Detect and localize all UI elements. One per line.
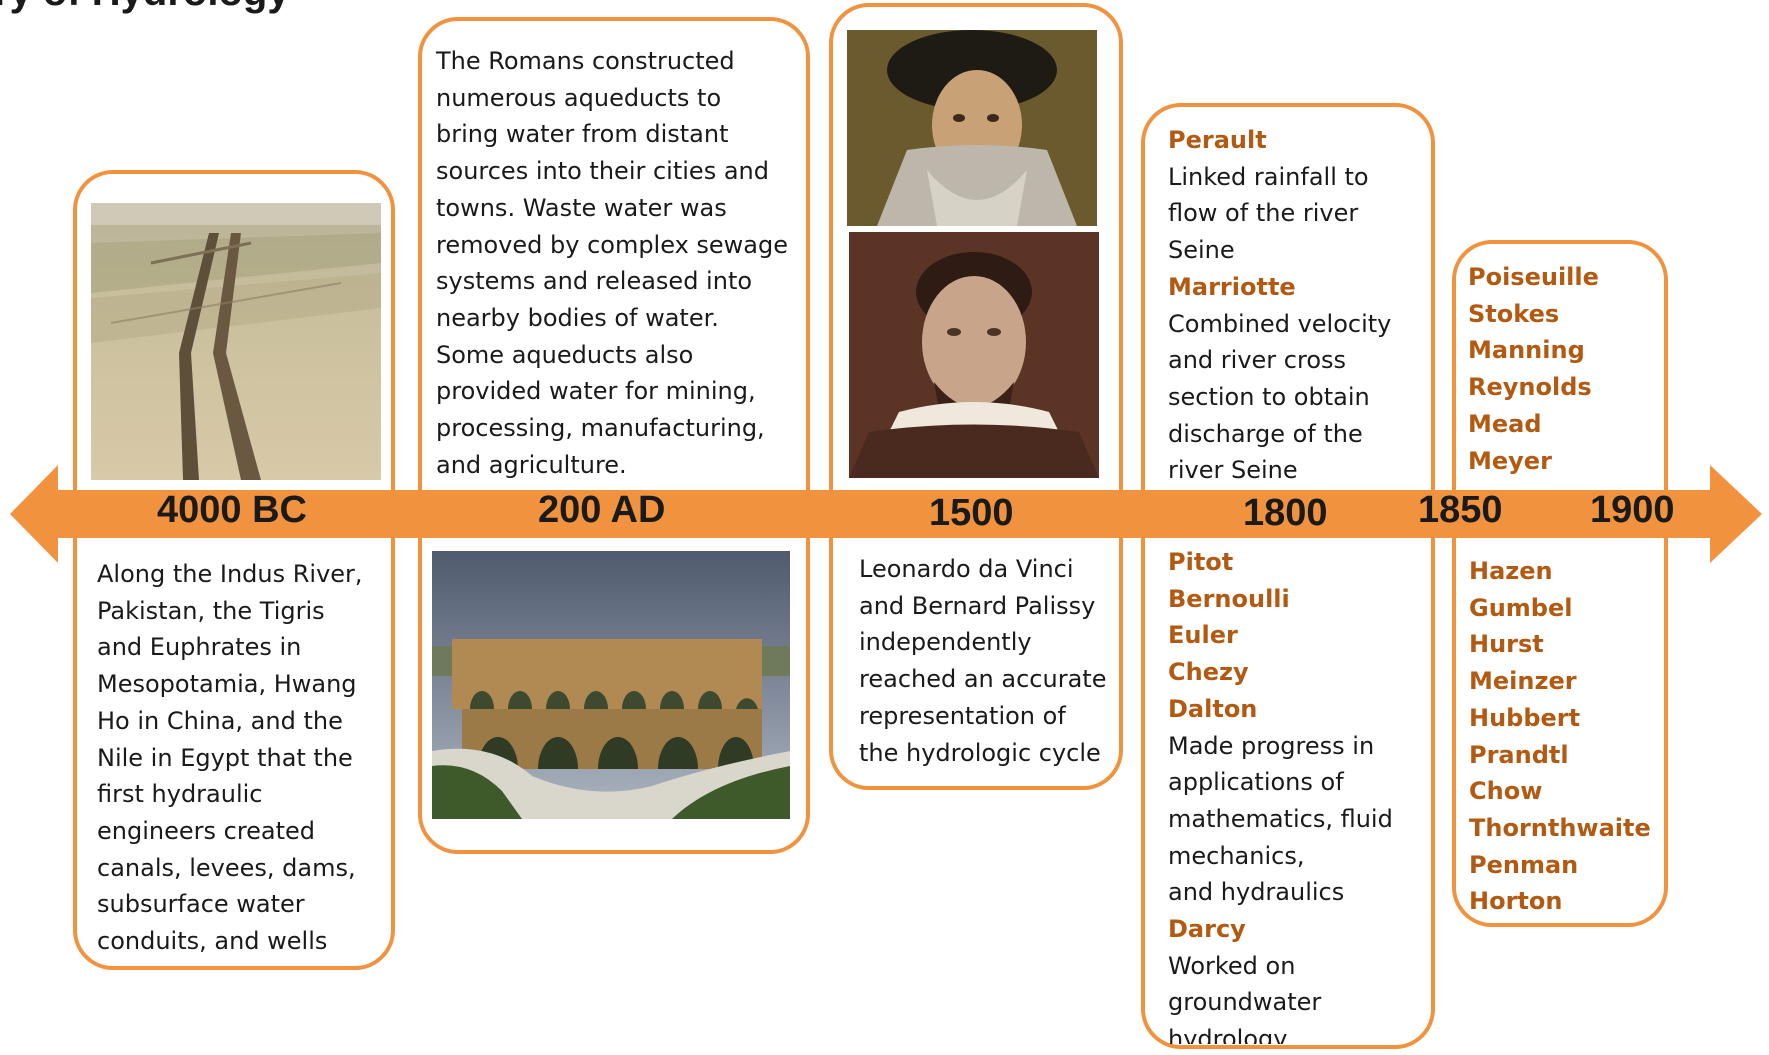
text-line: nearby bodies of water. — [436, 303, 719, 332]
text-line: Pakistan, the Tigris — [97, 596, 325, 625]
text-line: Along the Indus River, — [97, 560, 363, 588]
text-line: Made progress in — [1168, 731, 1375, 760]
renaissance-description: Leonardo da Vinci and Bernard Palissy inde… — [859, 551, 1106, 771]
text-line: representation of — [859, 701, 1066, 730]
text-line: hydrology — [1168, 1025, 1288, 1044]
person-name: Chow — [1469, 777, 1543, 806]
text-line: provided water for mining, — [436, 377, 756, 406]
year-1850: 1850 — [1418, 489, 1503, 531]
text-line: section to obtain — [1168, 382, 1370, 411]
text-line: and agriculture. — [436, 450, 627, 479]
person-name: Darcy — [1168, 915, 1246, 944]
year-4000bc: 4000 BC — [157, 489, 307, 531]
text-line: the hydrologic cycle — [859, 738, 1101, 767]
year-1500: 1500 — [929, 492, 1014, 534]
text-line: independently — [859, 628, 1032, 657]
text-line: engineers created — [97, 816, 316, 845]
irrigation-canals-photo — [91, 203, 381, 480]
text-line: discharge of the — [1168, 419, 1363, 448]
text-line: towns. Waste water was — [436, 193, 727, 222]
leonardo-da-vinci-portrait — [847, 30, 1097, 226]
text-line: first hydraulic — [97, 780, 263, 809]
person-name: Hurst — [1469, 630, 1544, 659]
person-name: Poiseuille — [1468, 263, 1599, 291]
text-line: conduits, and wells — [97, 927, 328, 956]
person-name: Thornthwaite — [1469, 813, 1651, 842]
text-line: Combined velocity — [1168, 309, 1392, 338]
text-line: and Euphrates in — [97, 633, 302, 662]
text-line: removed by complex sewage — [436, 230, 789, 259]
person-name: Manning — [1468, 336, 1585, 365]
person-name: Dalton — [1168, 694, 1258, 723]
person-name: Bernoulli — [1168, 584, 1290, 613]
roman-aqueduct-photo — [432, 551, 790, 819]
person-name: Perault — [1168, 126, 1267, 154]
text-line: and Bernard Palissy — [859, 591, 1096, 620]
person-name: Mead — [1468, 409, 1542, 438]
page-title: ry of Hydrology — [0, 0, 290, 15]
text-line: Leonardo da Vinci — [859, 555, 1074, 583]
text-line: mathematics, fluid — [1168, 804, 1393, 833]
person-name: Pitot — [1168, 548, 1234, 576]
text-line: Seine — [1168, 236, 1235, 265]
text-line: Mesopotamia, Hwang — [97, 670, 357, 699]
text-line: processing, manufacturing, — [436, 414, 765, 443]
text-line: mechanics, — [1168, 841, 1305, 870]
text-line: and hydraulics — [1168, 878, 1345, 907]
text-line: flow of the river — [1168, 199, 1359, 228]
person-name: Hazen — [1469, 557, 1553, 585]
year-200ad: 200 AD — [538, 489, 666, 531]
person-name: Marriotte — [1168, 272, 1296, 301]
person-name: Prandtl — [1469, 740, 1569, 769]
text-line: Worked on — [1168, 951, 1296, 980]
text-line: Some aqueducts also — [436, 340, 694, 369]
person-name: Meinzer — [1469, 667, 1577, 696]
text-line: systems and released into — [436, 267, 753, 296]
person-name: Stokes — [1468, 299, 1560, 328]
person-name: Reynolds — [1468, 373, 1592, 402]
text-line: river Seine — [1168, 456, 1298, 485]
person-name: Gumbel — [1469, 593, 1573, 622]
text-line: groundwater — [1168, 988, 1322, 1017]
romans-description: The Romans constructed numerous aqueducts… — [436, 43, 788, 483]
person-name: Meyer — [1468, 446, 1552, 475]
text-line: Ho in China, and the — [97, 706, 343, 735]
person-name: Penman — [1469, 850, 1579, 879]
person-name: Euler — [1168, 621, 1238, 650]
text-line: subsurface water — [97, 890, 305, 919]
text-line: reached an accurate — [859, 665, 1107, 694]
year-1900: 1900 — [1590, 489, 1675, 531]
text-line: The Romans constructed — [436, 47, 735, 75]
text-line: bring water from distant — [436, 120, 729, 149]
c1800-box — [1141, 103, 1435, 1049]
year-1800: 1800 — [1243, 492, 1328, 534]
person-name: Hubbert — [1469, 703, 1581, 732]
text-line: Nile in Egypt that the — [97, 743, 353, 772]
person-name: Chezy — [1168, 658, 1249, 687]
text-line: and river cross — [1168, 346, 1347, 375]
indus-description: Along the Indus River, Pakistan, the Tigr… — [97, 556, 363, 960]
text-line: sources into their cities and — [436, 157, 769, 186]
bernard-palissy-portrait — [849, 232, 1099, 478]
person-name: Horton — [1469, 887, 1563, 916]
text-line: applications of — [1168, 768, 1344, 797]
text-line: numerous aqueducts to — [436, 83, 722, 112]
text-line: canals, levees, dams, — [97, 853, 356, 882]
text-line: Linked rainfall to — [1168, 162, 1369, 191]
c1850-box — [1452, 240, 1668, 927]
